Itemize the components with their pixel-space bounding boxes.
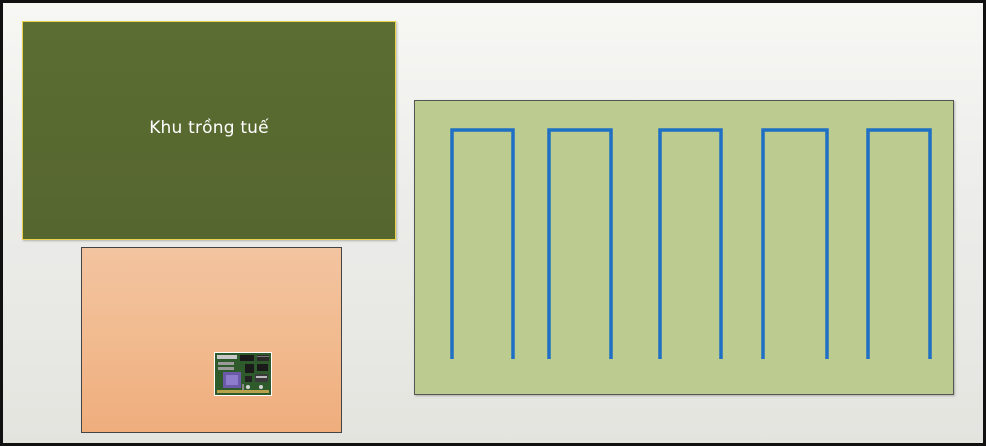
pipe-loop-3 [658, 128, 723, 359]
controller-area [81, 247, 342, 433]
pipe-loop-2 [547, 128, 613, 359]
pipe-loop-5 [866, 128, 932, 359]
pipe-loop-4 [761, 128, 829, 359]
planting-area: Khu trồng tuế [22, 21, 396, 240]
planting-area-label: Khu trồng tuế [149, 118, 269, 138]
irrigation-field [414, 100, 954, 395]
pipe-loop-1 [450, 128, 515, 359]
circuit-board-icon [214, 352, 272, 396]
irrigation-pipe [450, 128, 932, 359]
